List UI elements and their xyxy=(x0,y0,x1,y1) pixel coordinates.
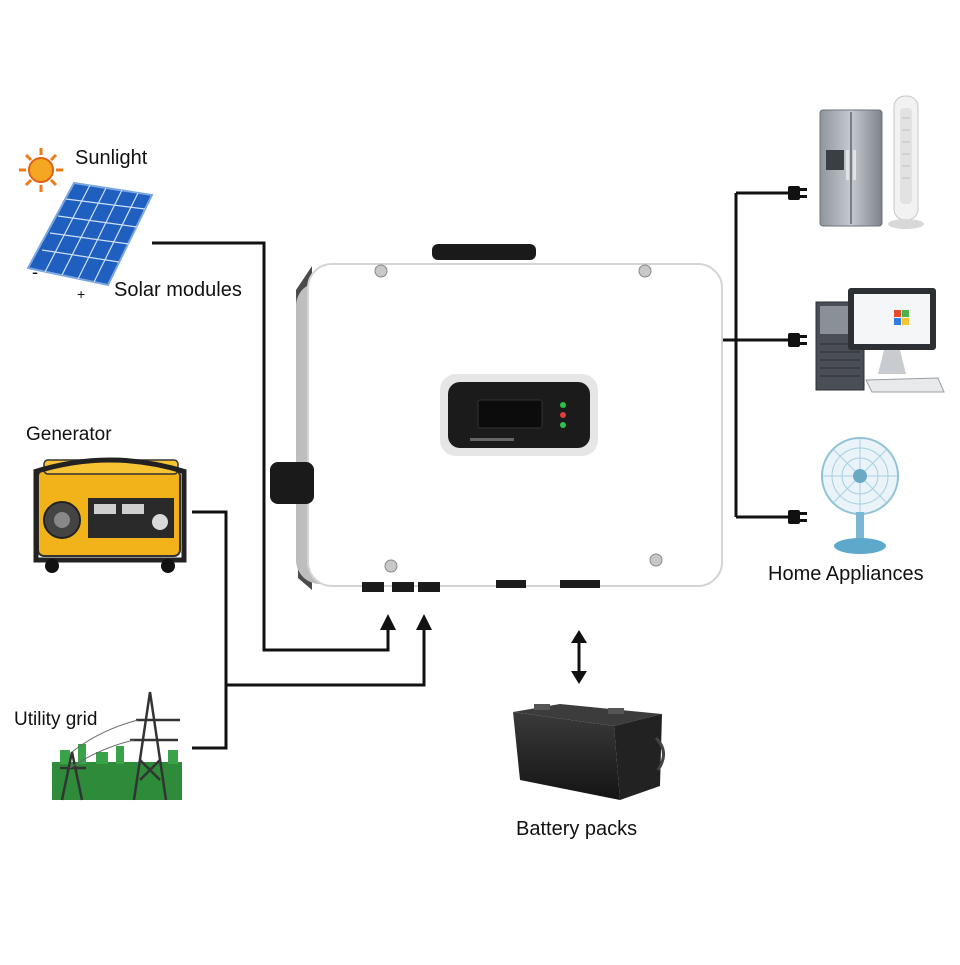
sun-icon xyxy=(19,148,63,192)
inverter xyxy=(270,244,723,592)
grid-input-arrow xyxy=(416,614,432,630)
battery-packs-label: Battery packs xyxy=(516,818,638,840)
sunlight-label: Sunlight xyxy=(75,147,148,169)
utility-grid-icon xyxy=(52,691,182,801)
desk-fan-icon xyxy=(821,437,899,554)
solar-modules-label: Solar modules xyxy=(114,279,242,301)
generator-icon xyxy=(33,457,187,573)
input-arrows xyxy=(380,614,432,630)
grid-to-inverter-line xyxy=(226,628,426,687)
battery-double-arrow xyxy=(571,630,587,684)
plug-icon xyxy=(788,333,807,347)
solar-input-arrow xyxy=(380,614,396,630)
panel-plus-label: + xyxy=(77,286,86,302)
windows-logo-icon xyxy=(894,310,909,325)
generator-label: Generator xyxy=(26,424,112,445)
solar-connection-line xyxy=(152,241,390,652)
plug-icon xyxy=(788,186,807,200)
plug-icon xyxy=(788,510,807,524)
plug-icons xyxy=(788,186,807,524)
battery-icon xyxy=(513,704,665,800)
tower-fan-icon xyxy=(888,95,924,229)
home-appliances-label: Home Appliances xyxy=(768,563,924,585)
connection-lines xyxy=(152,191,790,750)
refrigerator-icon xyxy=(819,109,883,227)
solar-panel-icon xyxy=(26,181,154,287)
utility-grid-label: Utility grid xyxy=(14,709,98,730)
panel-minus-label: - xyxy=(32,262,38,282)
generator-connection-line xyxy=(192,510,228,750)
computer-icon xyxy=(815,288,945,393)
